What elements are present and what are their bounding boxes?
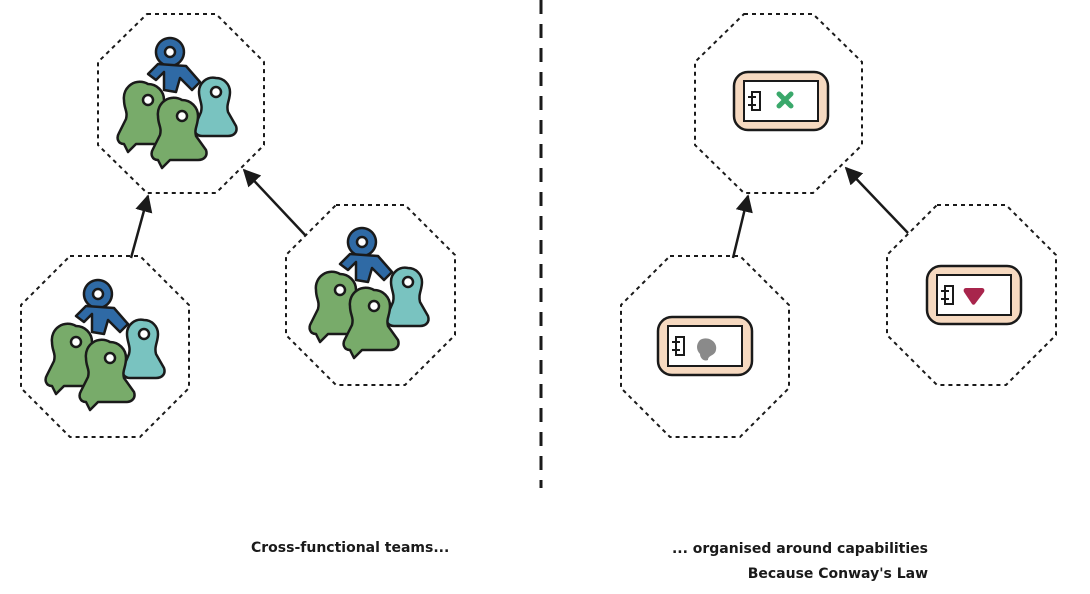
right-panel — [620, 13, 1057, 438]
service-boundary-bottom-right — [886, 204, 1057, 386]
team-icon — [116, 36, 238, 170]
component-icon-heart — [925, 264, 1023, 326]
dependency-arrow-right — [844, 166, 909, 234]
team-boundary-top — [97, 13, 265, 194]
component-icon-cross — [732, 70, 830, 132]
service-boundary-bottom-left — [620, 255, 790, 438]
caption-organised-around-capabilities: ... organised around capabilities — [671, 541, 928, 557]
team-icon — [44, 278, 166, 412]
component-icon-blob — [656, 315, 754, 377]
team-boundary-bottom-left — [20, 255, 190, 438]
left-panel — [20, 13, 456, 438]
dependency-arrow-right — [242, 168, 307, 237]
team-icon — [308, 226, 430, 360]
team-boundary-bottom-right — [285, 204, 456, 386]
caption-conways-law: Because Conway's Law — [747, 566, 928, 582]
dependency-arrow-left — [129, 194, 153, 259]
service-boundary-top — [694, 13, 863, 194]
caption-cross-functional-teams: Cross-functional teams... — [251, 540, 450, 556]
dependency-arrow-left — [731, 194, 753, 259]
